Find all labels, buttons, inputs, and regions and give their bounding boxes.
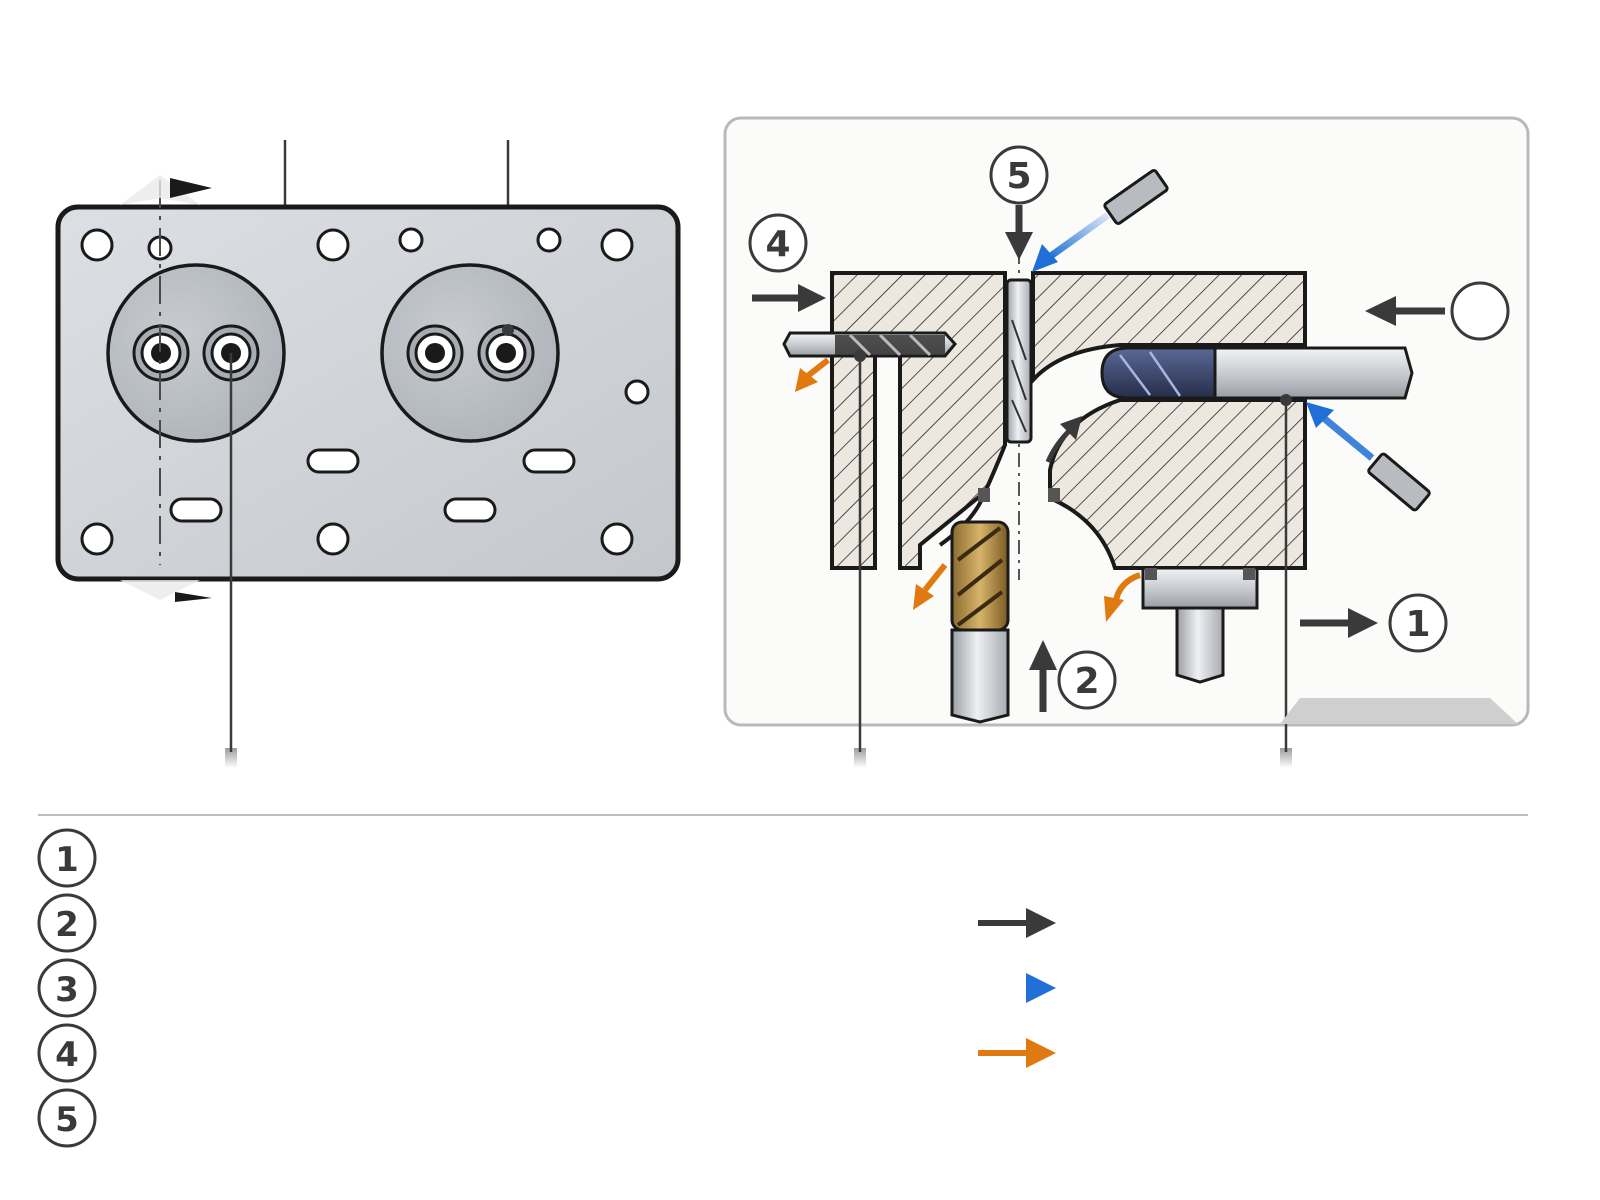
legend-marker: 4 [55,1035,79,1075]
hole [600,228,634,262]
slot [522,448,576,474]
callout-4: 4 [748,213,808,273]
feed-arrows [752,205,1445,712]
leader-fade [854,748,866,768]
section-arrow-head [170,178,212,198]
legend-coolant-arrow [978,973,1056,1003]
hole [316,522,350,556]
mounting-holes [80,227,650,556]
section-arrow-top [120,175,200,205]
relief-notch [1048,488,1060,502]
legend-item: 2 [37,893,97,953]
legend-marker: 1 [55,840,79,880]
callout-3 [1450,281,1510,341]
hole [316,228,350,262]
legend-item: 1 [37,828,97,888]
callout-5-label: 5 [1006,156,1031,197]
legend-item: 3 [37,958,97,1018]
slot [169,497,223,523]
tool-3-ballnose [1100,346,1414,400]
section-panel: 4 5 1 2 [723,116,1530,768]
legend-item: 5 [37,1088,97,1148]
hole [80,228,114,262]
slot [443,497,497,523]
small-hole [536,227,562,253]
leader-dot [1280,394,1292,406]
leader-fade [1280,748,1292,768]
callout-1: 1 [1388,593,1448,653]
coolant-nozzle-top [1032,169,1169,272]
legend-feed-arrow [978,908,1056,938]
tool-1-holder [1141,566,1259,684]
tool-4-drill [782,331,957,358]
chip-arrows [795,357,1142,622]
callout-1-label: 1 [1405,604,1430,645]
legend-arrows [978,908,1056,1068]
small-hole [398,227,424,253]
legend-chip-arrow [978,1038,1056,1068]
relief-notch [978,488,990,502]
hole [80,522,114,556]
legend-marker: 5 [55,1100,79,1140]
legend-item: 4 [37,1023,97,1083]
leader-fade [225,748,237,768]
legend-numbers: 1 2 3 4 5 [37,828,97,1148]
tool-5-reamer [1005,278,1033,444]
callout-5: 5 [989,145,1049,205]
workpiece-section-right-top [1031,271,1307,386]
coolant-arrow [1032,244,1058,272]
leader-dot [502,324,514,336]
panel-tab [1280,698,1518,724]
boss-right [380,263,560,443]
boss-left [106,263,286,443]
coolant-arrow [1306,402,1334,428]
section-arrow-head [175,592,212,602]
callout-2: 2 [1057,650,1117,710]
legend-marker: 3 [55,970,79,1010]
small-hole [624,379,650,405]
hole [600,522,634,556]
coolant-nozzle-right [1306,402,1431,512]
slot [306,448,360,474]
leader-dot [854,350,866,362]
plate-view [55,140,681,768]
section-arrow-bottom [120,580,200,600]
tool-2-endmill [950,520,1010,724]
slots [169,448,576,523]
callout-4-label: 4 [765,224,790,265]
legend-marker: 2 [55,905,79,945]
callout-2-label: 2 [1074,661,1099,702]
